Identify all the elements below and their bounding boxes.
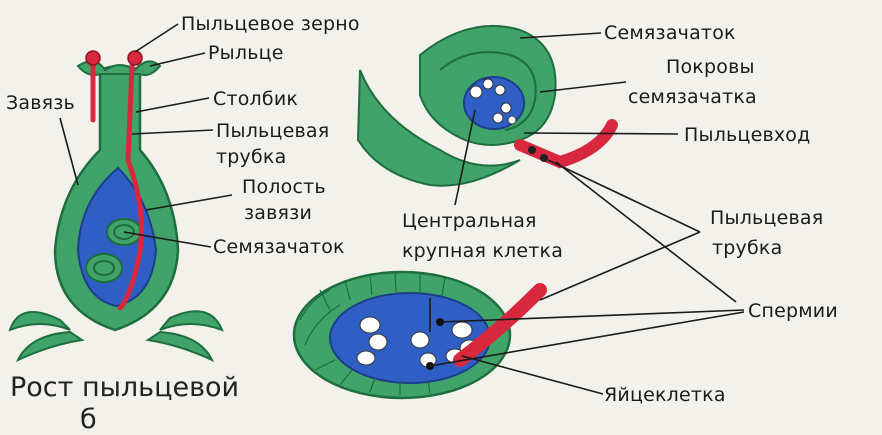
label-pollen-tube-right-line2: трубка <box>712 237 783 259</box>
label-ovary-cavity-line2: завязи <box>244 202 313 224</box>
label-sperm: Спермии <box>748 300 838 322</box>
label-pollen-grain: Пыльцевое зерно <box>181 13 360 35</box>
pollen-tube-main <box>117 63 144 311</box>
label-central-cell-line1: Центральная <box>402 210 537 232</box>
ovule-top-stalk <box>356 69 521 187</box>
sperm-top-1 <box>528 146 536 154</box>
sepal-left <box>8 311 71 332</box>
label-central-cell-line2: крупная клетка <box>402 240 564 262</box>
embryo-sac-cell-grid <box>299 271 446 395</box>
label-ovary: Завязь <box>6 92 75 114</box>
pistil-illustration <box>8 50 224 363</box>
label-egg-cell: Яйцеклетка <box>604 384 726 406</box>
sepal-left-2 <box>15 330 85 363</box>
label-ovary-cavity-line1: Полость <box>242 176 326 198</box>
stigma-lobes <box>76 60 162 76</box>
label-pollen-tube-line2: трубка <box>216 146 287 168</box>
pollen-tube-bottom <box>453 283 547 367</box>
label-integuments-line1: Покровы <box>666 56 755 78</box>
pollen-grain-left <box>85 50 101 66</box>
antipodal-cells <box>356 316 388 366</box>
sepal-right-2 <box>145 330 215 363</box>
label-ovule-top: Семязачаток <box>604 22 736 44</box>
label-ovule-left: Семязачаток <box>213 236 345 258</box>
sepal-right <box>159 310 224 332</box>
fertilization-diagram <box>8 23 745 400</box>
embryo-sac-inner <box>329 292 491 384</box>
label-pollen-tube-right-line1: Пыльцевая <box>710 207 824 229</box>
label-style: Столбик <box>213 88 299 110</box>
pollen-grain-right <box>127 50 143 66</box>
pollen-tube-top <box>514 119 618 169</box>
embryo-sac-illustration <box>292 270 547 400</box>
ovule-top-illustration <box>356 24 618 187</box>
label-integuments-line2: семязачатка <box>628 86 757 108</box>
label-stigma: Рыльце <box>208 42 284 64</box>
label-pollen-tube-line1: Пыльцевая <box>216 120 330 142</box>
caption-line2: б <box>80 404 97 435</box>
sperm-top-2 <box>540 154 548 162</box>
ovule-top-cells <box>469 78 517 125</box>
leader-lines <box>59 23 745 395</box>
label-micropyle: Пыльцевход <box>684 124 811 146</box>
ovule-lower <box>85 253 123 283</box>
caption-line1: Рост пыльцевой <box>10 372 240 403</box>
ovule-top-integument <box>439 51 537 131</box>
